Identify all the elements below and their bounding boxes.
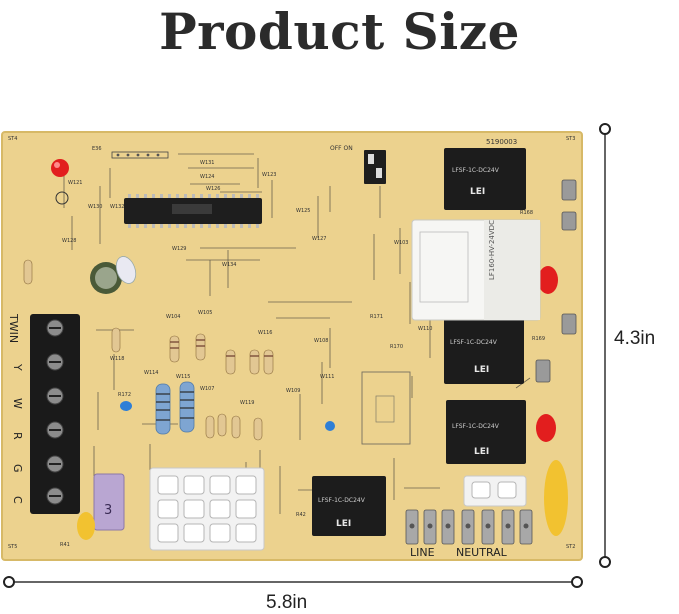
relay-k4: LFSF-1C-DC24V LEI xyxy=(446,400,526,464)
svg-text:R172: R172 xyxy=(118,392,131,398)
relay-k2: LFSF-1C-DC24V LEI xyxy=(444,148,526,210)
led-ds2-outline xyxy=(55,191,69,205)
terminal-block xyxy=(30,314,80,514)
power-resistors xyxy=(155,381,195,435)
spade-terminals-bottom xyxy=(405,509,533,545)
relay-k6: LFSF-1C-DC24V LEI xyxy=(312,476,386,536)
neutral-label: NEUTRAL xyxy=(456,546,508,559)
svg-text:W131: W131 xyxy=(200,160,215,166)
svg-text:R: R xyxy=(11,432,24,440)
svg-text:LFSF-1C-DC24V: LFSF-1C-DC24V xyxy=(450,339,498,346)
led-red-lower xyxy=(536,414,556,442)
svg-text:LFSF-1C-DC24V: LFSF-1C-DC24V xyxy=(452,423,500,430)
svg-text:ST3: ST3 xyxy=(566,136,575,142)
svg-text:LEI: LEI xyxy=(474,365,489,375)
svg-text:R168: R168 xyxy=(520,210,533,216)
svg-text:W130: W130 xyxy=(88,204,103,210)
line-label: LINE xyxy=(410,546,435,559)
svg-text:W134: W134 xyxy=(222,262,237,268)
svg-text:W: W xyxy=(11,398,24,409)
fuse: 3 xyxy=(93,473,125,531)
svg-text:E36: E36 xyxy=(92,146,102,152)
svg-text:W124: W124 xyxy=(200,174,215,180)
svg-text:W109: W109 xyxy=(286,388,301,394)
svg-text:LF160-HV-24VDC: LF160-HV-24VDC xyxy=(488,220,496,280)
width-dimension-label: 5.8in xyxy=(266,592,308,613)
dip-switch-label: OFF ON xyxy=(330,145,353,152)
yellow-capacitor-right xyxy=(544,460,568,536)
svg-text:C: C xyxy=(11,496,24,504)
led-ds1 xyxy=(51,159,69,177)
resistor-bands xyxy=(170,339,273,357)
svg-text:3: 3 xyxy=(104,503,112,518)
page-title: Product Size xyxy=(159,2,520,61)
svg-text:W118: W118 xyxy=(110,356,125,362)
svg-text:W132: W132 xyxy=(110,204,125,210)
svg-text:ST2: ST2 xyxy=(566,544,575,550)
svg-text:R41: R41 xyxy=(60,542,70,548)
silkscreen-labels: ST4 ST3 ST2 ST5 E36 W121 W130 W132 W131 … xyxy=(8,136,575,550)
svg-text:W121: W121 xyxy=(68,180,83,186)
led-red-right xyxy=(538,266,558,294)
svg-text:W116: W116 xyxy=(258,330,273,336)
svg-text:R42: R42 xyxy=(296,512,306,518)
relay-big-white: LF160-HV-24VDC xyxy=(411,219,541,321)
svg-text:R170: R170 xyxy=(390,344,403,350)
svg-text:W108: W108 xyxy=(314,338,329,344)
svg-text:W123: W123 xyxy=(262,172,277,178)
svg-text:W114: W114 xyxy=(144,370,159,376)
relay-k5: LFSF-1C-DC24V LEI xyxy=(444,304,524,384)
svg-text:W128: W128 xyxy=(62,238,77,244)
spade-terminals-right xyxy=(535,179,577,383)
svg-text:Y: Y xyxy=(11,363,24,371)
svg-text:W129: W129 xyxy=(172,246,187,252)
height-dimension-label: 4.3in xyxy=(610,326,660,352)
terminal-twin-label: TWIN xyxy=(7,313,20,343)
part-number: 5190003 xyxy=(486,138,517,146)
control-board: 5190003 xyxy=(1,131,583,561)
svg-text:G: G xyxy=(11,464,24,473)
svg-text:LEI: LEI xyxy=(474,447,489,457)
svg-text:W105: W105 xyxy=(198,310,213,316)
svg-text:R171: R171 xyxy=(370,314,383,320)
resistors xyxy=(23,259,274,441)
transformer-outline xyxy=(361,371,411,445)
two-pin-connector xyxy=(463,475,527,507)
pin-header xyxy=(111,151,169,159)
dip-switch xyxy=(364,150,386,184)
svg-text:W103: W103 xyxy=(394,240,409,246)
svg-text:R169: R169 xyxy=(532,336,545,342)
svg-text:W126: W126 xyxy=(206,186,221,192)
svg-text:LFSF-1C-DC24V: LFSF-1C-DC24V xyxy=(452,167,500,174)
svg-text:ST4: ST4 xyxy=(8,136,17,142)
svg-text:W125: W125 xyxy=(296,208,311,214)
ceramic-capacitor xyxy=(120,401,132,411)
svg-text:W119: W119 xyxy=(240,400,255,406)
svg-text:LEI: LEI xyxy=(470,187,485,197)
svg-text:LFSF-1C-DC24V: LFSF-1C-DC24V xyxy=(318,497,366,504)
svg-text:W107: W107 xyxy=(200,386,215,392)
svg-text:W111: W111 xyxy=(320,374,335,380)
terminal-letters: Y W R G C xyxy=(11,363,24,504)
yellow-capacitor-left xyxy=(77,512,95,540)
molex-connector xyxy=(149,467,265,551)
svg-text:ST5: ST5 xyxy=(8,544,17,550)
ceramic-capacitor xyxy=(325,421,335,431)
svg-text:W127: W127 xyxy=(312,236,327,242)
svg-text:LEI: LEI xyxy=(336,519,351,529)
svg-text:W110: W110 xyxy=(418,326,433,332)
svg-text:W104: W104 xyxy=(166,314,181,320)
svg-text:W115: W115 xyxy=(176,374,191,380)
